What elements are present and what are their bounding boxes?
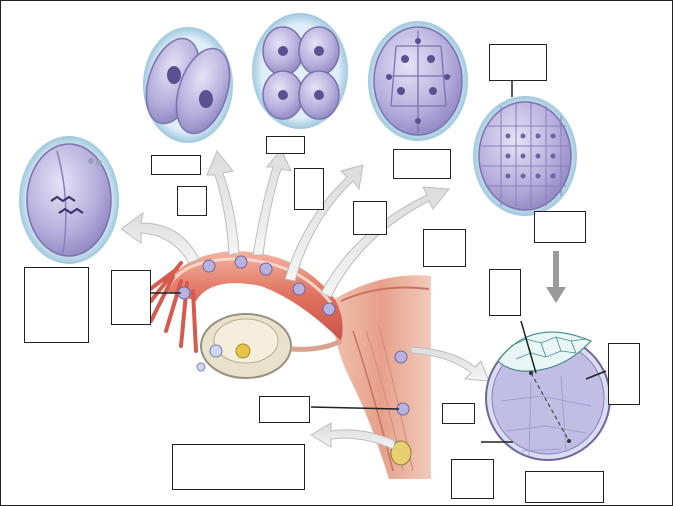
label-box-implantation-small[interactable] (442, 403, 475, 424)
label-box-trophoblast[interactable] (451, 459, 494, 499)
label-box-inner-cell-mass[interactable] (489, 269, 521, 316)
morula (473, 96, 577, 216)
label-box-blastocoel[interactable] (608, 343, 640, 405)
label-box-zygote[interactable] (24, 267, 89, 343)
zygote (19, 136, 119, 264)
label-box-two-cell-a[interactable] (151, 155, 201, 175)
label-box-morula-side[interactable] (423, 229, 466, 267)
four-cell-stage (252, 13, 348, 129)
label-box-morula-top[interactable] (489, 44, 547, 81)
two-cell-stage (137, 27, 240, 143)
label-box-fertilization[interactable] (111, 270, 151, 325)
label-box-morula-bottom[interactable] (534, 211, 586, 243)
label-box-eight-cell-b[interactable] (353, 201, 387, 235)
ovary (197, 314, 341, 378)
blastocyst (486, 332, 610, 460)
eight-cell-stage (368, 21, 468, 141)
uterus-wall (331, 275, 431, 479)
label-box-implantation[interactable] (172, 444, 305, 490)
label-box-four-cell-a[interactable] (266, 136, 305, 154)
label-box-two-cell-b[interactable] (177, 186, 207, 216)
label-box-blastocyst[interactable] (525, 471, 604, 503)
label-box-eight-cell-a[interactable] (393, 149, 451, 179)
label-box-four-cell-b[interactable] (294, 168, 324, 210)
down-arrow (546, 251, 566, 303)
label-box-uterus[interactable] (259, 396, 310, 423)
